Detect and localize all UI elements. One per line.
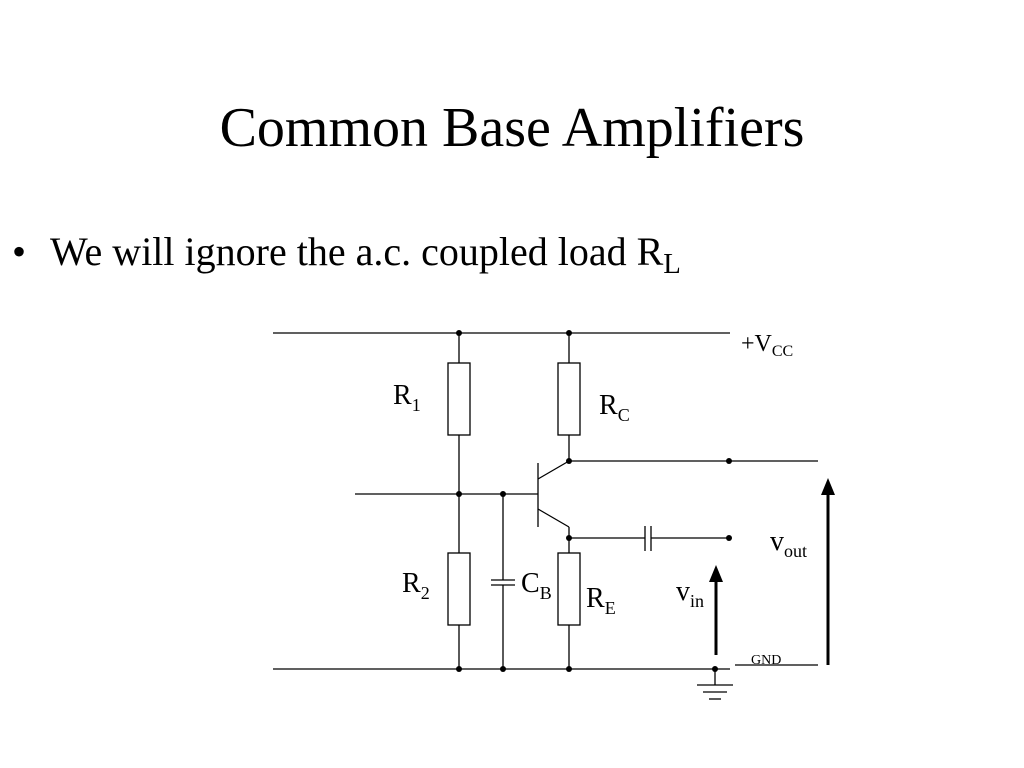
r2-resistor bbox=[447, 552, 471, 626]
junction-dot bbox=[566, 458, 572, 464]
vcc-label: +VCC bbox=[741, 331, 793, 360]
junction-dot bbox=[566, 330, 572, 336]
junction-dot bbox=[456, 666, 462, 672]
r2-label: R2 bbox=[402, 568, 430, 603]
r1-resistor bbox=[447, 362, 471, 436]
junction-dot bbox=[566, 666, 572, 672]
re-label: RE bbox=[586, 583, 616, 618]
junction-dot bbox=[456, 491, 462, 497]
bullet-text: We will ignore the a.c. coupled load R bbox=[50, 229, 664, 274]
vin-label: vin bbox=[676, 576, 704, 611]
gnd-label: GND bbox=[751, 653, 781, 668]
transistor-emitter bbox=[537, 508, 570, 528]
bullet-subscript: L bbox=[663, 248, 681, 281]
cb-label: CB bbox=[521, 568, 552, 603]
slide-title: Common Base Amplifiers bbox=[219, 97, 805, 159]
junction-dot bbox=[566, 535, 572, 541]
transistor-collector bbox=[537, 460, 570, 480]
junction-dot bbox=[500, 491, 506, 497]
junction-dot bbox=[726, 535, 732, 541]
vin-arrow bbox=[709, 565, 723, 655]
junction-dot bbox=[712, 666, 718, 672]
rc-resistor bbox=[557, 362, 581, 436]
junction-dot bbox=[726, 458, 732, 464]
r1-label: R1 bbox=[393, 380, 421, 415]
re-resistor bbox=[557, 552, 581, 626]
vout-label: vout bbox=[770, 526, 807, 561]
vout-arrow bbox=[821, 478, 835, 665]
bullet-item: • We will ignore the a.c. coupled load RL bbox=[12, 232, 681, 279]
junction-dot bbox=[456, 330, 462, 336]
rc-label: RC bbox=[599, 390, 630, 425]
junction-dot bbox=[500, 666, 506, 672]
bullet-marker: • bbox=[12, 229, 27, 274]
